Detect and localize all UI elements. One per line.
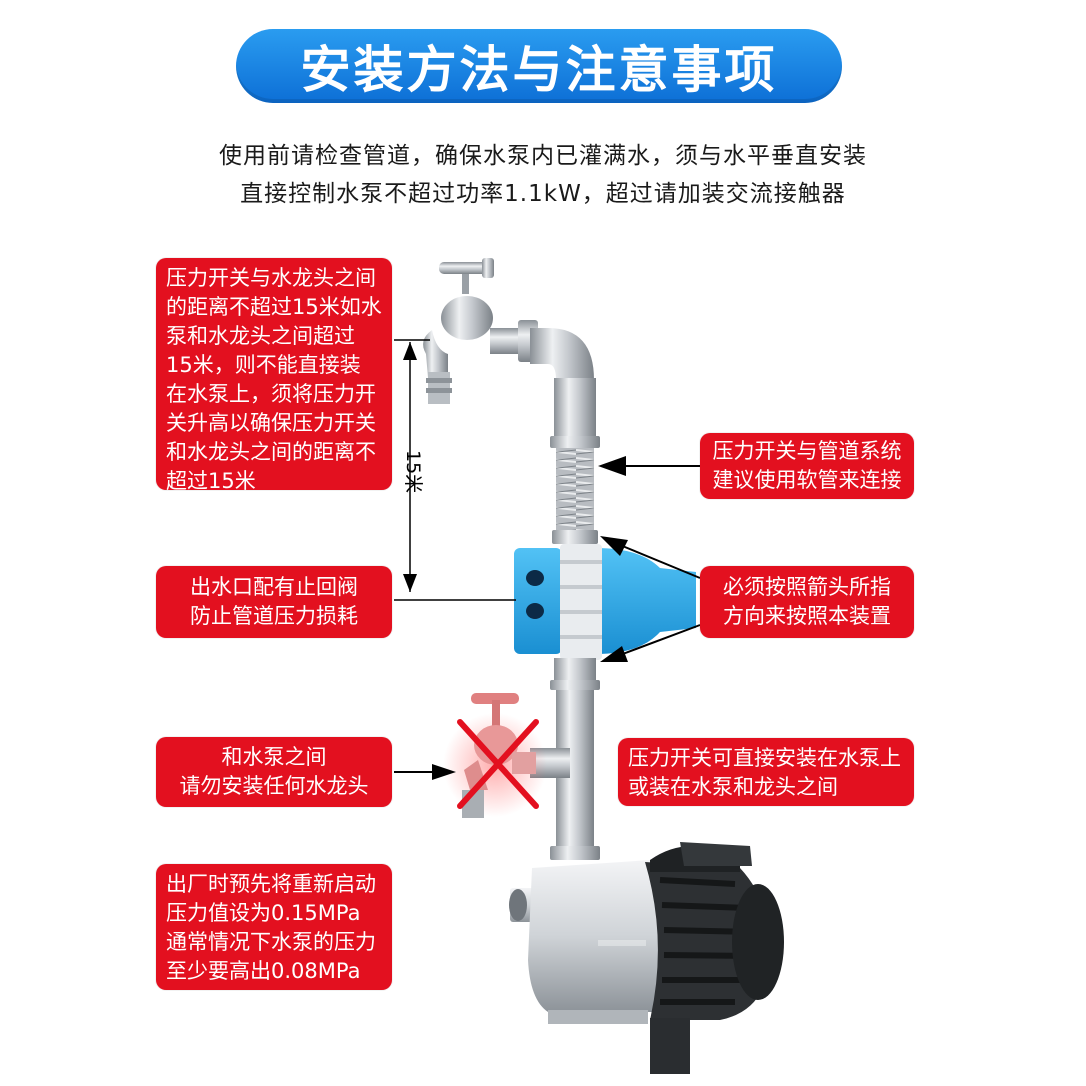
dimension-label: 15米	[402, 450, 424, 494]
callout-line: 和水泵之间	[221, 745, 327, 769]
top-faucet	[423, 258, 530, 404]
callout-line: 方向来按照本装置	[723, 604, 891, 628]
hose-arrow	[598, 456, 700, 476]
callout-line: 防止管道压力损耗	[190, 604, 358, 628]
direction-arrows	[600, 536, 701, 662]
callout-line: 压力开关与管道系统	[712, 439, 902, 463]
prohibited-faucet	[443, 693, 547, 818]
callout-line: 压力开关可直接安装在水泵上	[628, 746, 901, 770]
callout-line: 通常情况下水泵的压力	[166, 930, 376, 954]
no-faucet-arrow	[394, 764, 456, 780]
flange	[550, 436, 600, 448]
dimension-line	[394, 339, 430, 592]
callout-arrow-direction: 必须按照箭头所指 方向来按照本装置	[700, 566, 914, 638]
flange	[550, 846, 600, 860]
callout-mount-location: 压力开关可直接安装在水泵上 或装在水泵和龙头之间	[618, 738, 914, 806]
callout-line: 压力值设为0.15MPa	[166, 901, 361, 925]
page-title: 安装方法与注意事项	[236, 29, 842, 103]
intro-line-2: 直接控制水泵不超过功率1.1kW，超过请加装交流接触器	[240, 181, 846, 207]
callout-line: 15米，则不能直接装	[166, 353, 361, 377]
braided-hose	[556, 448, 594, 540]
pipe-elbow	[530, 328, 594, 392]
callout-line: 的距离不超过15米如水	[166, 295, 382, 319]
pump	[509, 842, 784, 1074]
callout-line: 和水龙头之间的距离不	[166, 440, 376, 464]
callout-hose: 压力开关与管道系统 建议使用软管来连接	[700, 433, 914, 499]
pressure-switch	[514, 544, 696, 660]
callout-line: 请勿安装任何水龙头	[179, 774, 369, 798]
callout-line: 至少要高出0.08MPa	[166, 959, 361, 983]
callout-line: 关升高以确保压力开关	[166, 411, 376, 435]
callout-line: 在水泵上，须将压力开	[166, 382, 376, 406]
callout-factory-preset: 出厂时预先将重新启动 压力值设为0.15MPa 通常情况下水泵的压力 至少要高出…	[156, 864, 392, 990]
callout-line: 出水口配有止回阀	[190, 575, 358, 599]
callout-line: 泵和水龙头之间超过	[166, 324, 355, 348]
intro-line-1: 使用前请检查管道，确保水泵内已灌满水，须与水平垂直安装	[219, 143, 867, 169]
nipple	[554, 658, 596, 684]
flange	[552, 530, 598, 544]
flange	[550, 680, 600, 690]
callout-line: 出厂时预先将重新启动	[166, 872, 376, 896]
callout-check-valve: 出水口配有止回阀 防止管道压力损耗	[156, 566, 392, 638]
callout-line: 必须按照箭头所指	[723, 575, 891, 599]
callout-line: 建议使用软管来连接	[712, 468, 902, 492]
callout-line: 超过15米	[166, 469, 256, 493]
callout-no-faucet: 和水泵之间 请勿安装任何水龙头	[156, 737, 392, 807]
callout-line: 或装在水泵和龙头之间	[628, 775, 838, 799]
callout-line: 压力开关与水龙头之间	[166, 266, 376, 290]
callout-distance-limit: 压力开关与水龙头之间 的距离不超过15米如水 泵和水龙头之间超过 15米，则不能…	[156, 258, 392, 493]
